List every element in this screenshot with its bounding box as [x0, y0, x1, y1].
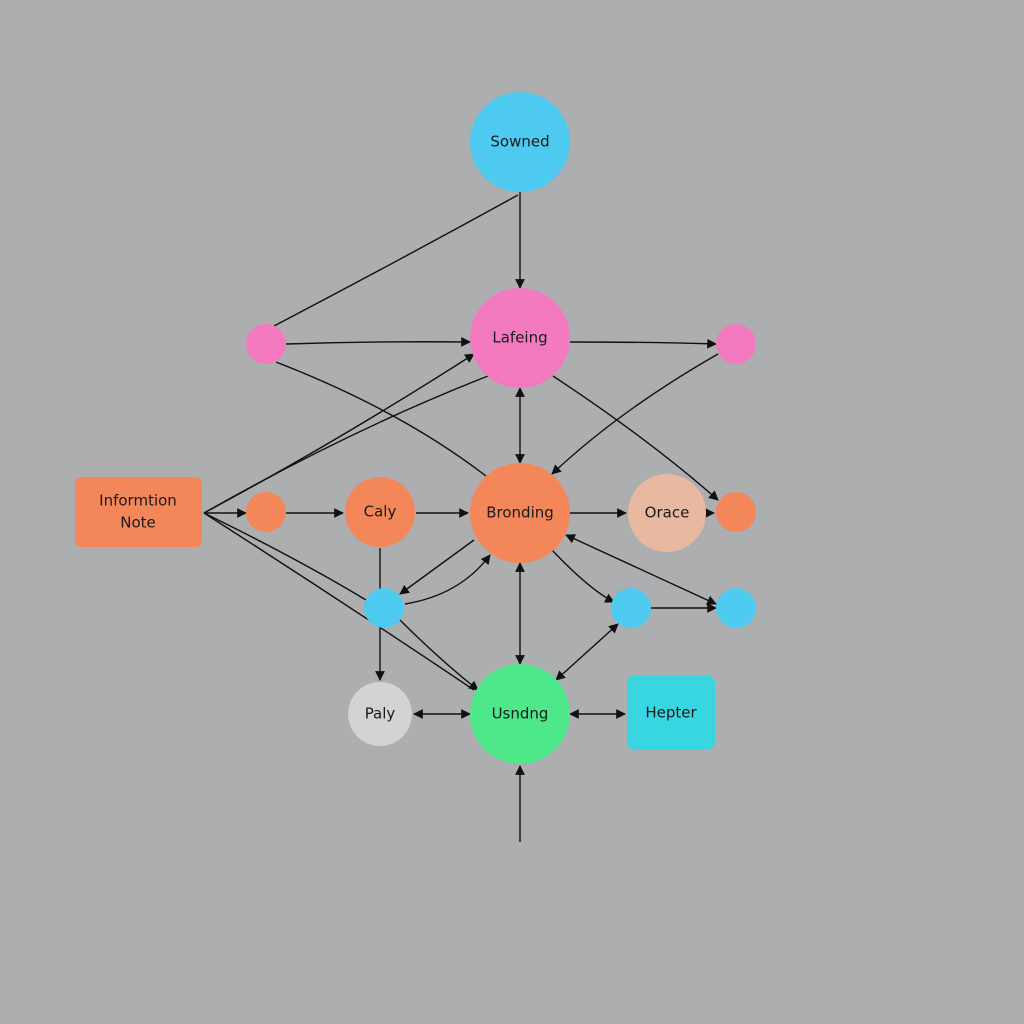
node-blue-right-2[interactable]: [716, 588, 756, 628]
node-lafeing[interactable]: [470, 288, 570, 388]
edge-arrow: [203, 375, 489, 514]
node-orange-small-right[interactable]: [716, 492, 756, 532]
node-pink-right[interactable]: [716, 324, 756, 364]
node-orace-label: Orace: [645, 504, 690, 522]
edge-arrow: [404, 554, 491, 605]
node-blue-mid[interactable]: [364, 588, 404, 628]
node-usndng[interactable]: [470, 664, 570, 764]
node-sowned[interactable]: [470, 92, 570, 192]
edge-arrow: [399, 539, 475, 595]
node-caly-label: Caly: [364, 503, 397, 521]
edge-arrow: [551, 549, 615, 603]
node-information-note-label-1: Informtion: [99, 492, 177, 510]
edge-arrow: [273, 194, 519, 327]
edge-arrow: [203, 353, 475, 514]
edge-arrow: [203, 512, 367, 601]
node-pink-left[interactable]: [246, 324, 286, 364]
node-hepter-label: Hepter: [645, 704, 697, 722]
node-sowned-label: Sowned: [490, 133, 549, 151]
node-paly[interactable]: [348, 682, 412, 746]
node-caly[interactable]: [345, 477, 415, 547]
node-information-note-label-2: Note: [120, 514, 156, 532]
node-bronding[interactable]: [470, 463, 570, 563]
node-orange-small-left[interactable]: [246, 492, 286, 532]
node-lafeing-label: Lafeing: [492, 329, 547, 347]
node-information-note[interactable]: [75, 477, 202, 547]
node-usndng-label: Usndng: [492, 705, 549, 723]
edges: [203, 192, 719, 842]
edge-arrow: [552, 375, 719, 501]
node-hepter[interactable]: [627, 675, 715, 750]
node-orace[interactable]: [628, 474, 706, 552]
edge-arrow: [275, 361, 487, 477]
edge-arrow: [551, 353, 719, 475]
edge-arrow: [555, 623, 619, 681]
edge-arrow: [285, 337, 471, 347]
edge-arrow: [565, 534, 717, 605]
node-bronding-label: Bronding: [486, 504, 554, 522]
node-paly-label: Paly: [365, 705, 396, 723]
node-blue-right-1[interactable]: [611, 588, 651, 628]
edge-arrow: [399, 619, 479, 691]
edge-arrow: [203, 512, 475, 691]
edge-arrow: [569, 338, 717, 349]
